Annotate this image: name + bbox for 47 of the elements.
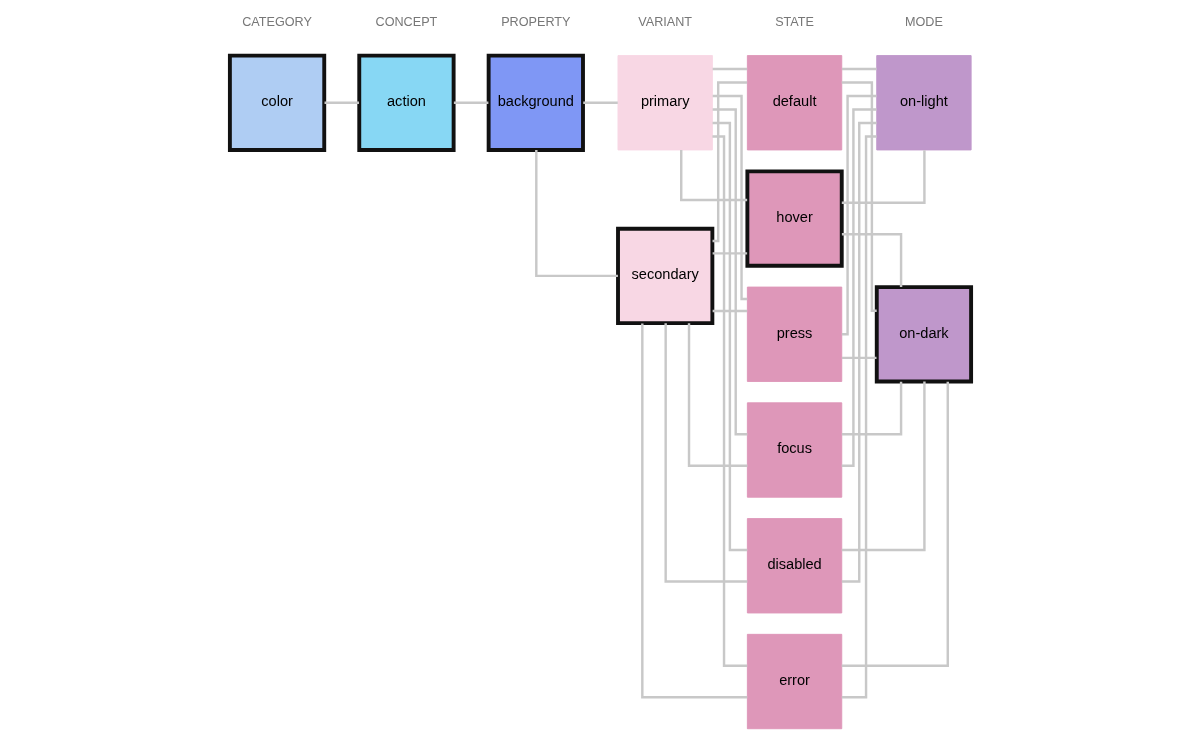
label: PROPERTY: [500, 15, 570, 30]
connector: [841, 81, 877, 312]
connector: [679, 149, 747, 202]
node-box: default: [746, 55, 842, 151]
label: STATE: [774, 15, 814, 30]
connector: [841, 67, 876, 71]
connector: [841, 356, 876, 360]
label: MODE: [904, 15, 943, 30]
connector: [841, 233, 902, 287]
connector: [712, 252, 747, 255]
node-box: color: [227, 53, 326, 152]
connector: [841, 381, 902, 436]
node-box: press: [746, 286, 842, 382]
connector: [712, 67, 747, 71]
connector: [841, 108, 876, 467]
connector: [712, 309, 747, 313]
node-box: focus: [746, 402, 842, 498]
node-box: background: [486, 53, 585, 152]
connector: [841, 135, 877, 699]
connector: [712, 94, 747, 301]
connector: [712, 108, 747, 436]
connector: [841, 150, 926, 204]
node-box: on-dark: [874, 285, 973, 384]
connector: [687, 323, 747, 467]
connector: [841, 381, 949, 667]
connector: [663, 323, 747, 583]
connector: [841, 121, 877, 583]
connector: [841, 94, 876, 336]
label: VARIANT: [637, 15, 692, 30]
node-box: disabled: [746, 518, 842, 614]
connector: [324, 101, 359, 104]
label: CONCEPT: [375, 15, 437, 30]
connector: [582, 101, 618, 104]
connector: [841, 381, 926, 552]
node-box: on-light: [875, 55, 972, 151]
node-box: primary: [617, 55, 713, 151]
connector: [712, 81, 747, 243]
connector: [712, 121, 747, 552]
connector: [534, 150, 618, 278]
node-box: hover: [744, 169, 844, 268]
node-box: secondary: [615, 226, 714, 326]
connector: [640, 323, 747, 699]
connector: [453, 101, 488, 104]
connector: [711, 135, 747, 667]
node-box: error: [746, 633, 842, 730]
label: CATEGORY: [241, 15, 312, 30]
node-box: action: [356, 53, 456, 152]
